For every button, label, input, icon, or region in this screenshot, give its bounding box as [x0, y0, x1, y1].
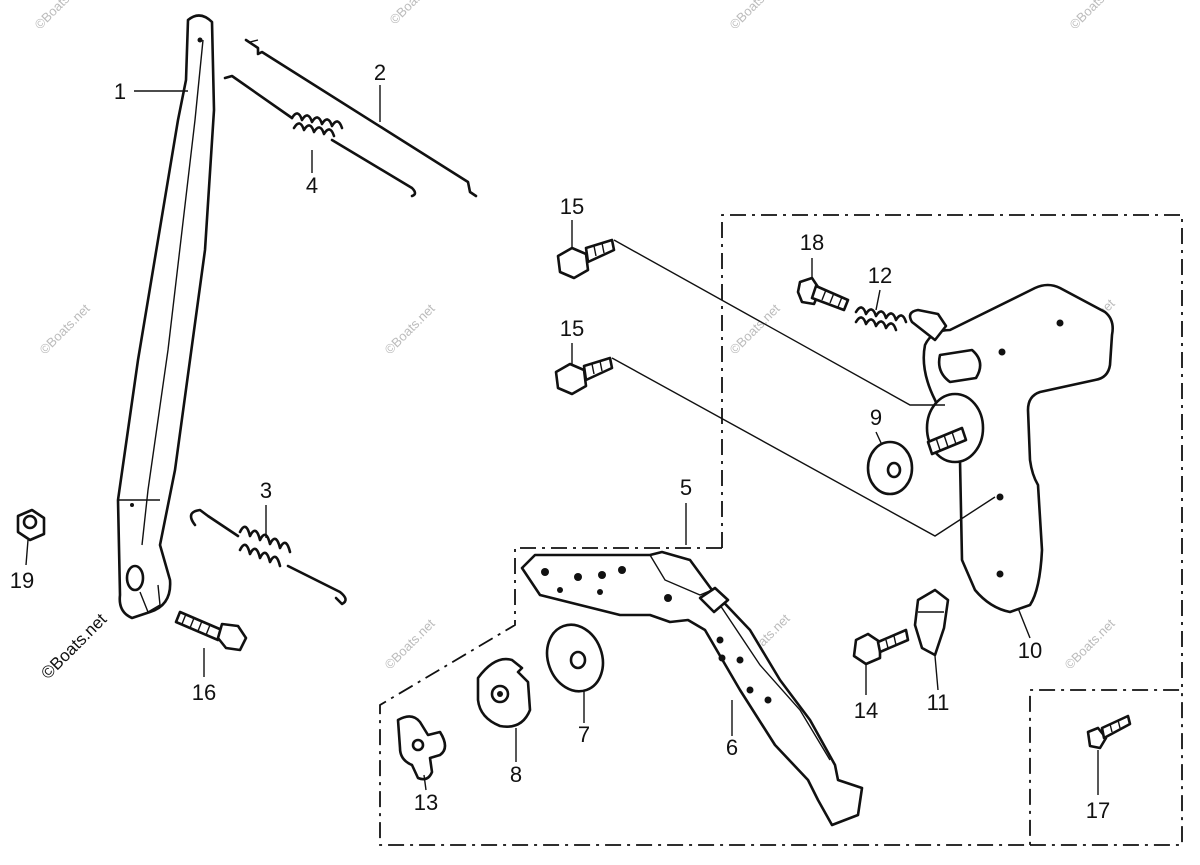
part-4-spring-assembly: [223, 74, 417, 198]
part-17-screw: [1086, 714, 1132, 750]
callout-16: 16: [192, 680, 216, 705]
part-1-lever-arm: [116, 14, 216, 620]
watermark-text: ©Boats.net: [37, 301, 93, 357]
leader-lines: [25, 85, 1099, 795]
part-16-bolt: [174, 610, 248, 652]
part-11-clip: [913, 588, 950, 657]
watermark-text: ©Boats.net: [382, 301, 438, 357]
callout-17: 17: [1086, 798, 1110, 823]
part-12-spring: [854, 306, 908, 332]
watermark-text: ©Boats.net: [1062, 616, 1118, 672]
callout-18: 18: [800, 230, 824, 255]
part-9-washer: [866, 440, 914, 496]
part-19-nut: [16, 508, 46, 542]
part-15-bolt-upper: [556, 238, 616, 280]
callout-6: 6: [726, 735, 738, 760]
part-2-control-rod: [244, 38, 478, 198]
watermark-main: ©Boats.net: [37, 610, 110, 683]
callout-14: 14: [854, 698, 878, 723]
part-15-bolt-lower: [554, 356, 614, 396]
callout-11: 11: [927, 690, 950, 715]
callout-3: 3: [260, 478, 272, 503]
part-18-bolt: [796, 276, 850, 312]
callout-4: 4: [306, 173, 318, 198]
part-14-bolt: [852, 628, 910, 666]
callout-15-lower: 15: [560, 316, 584, 341]
callout-13: 13: [414, 790, 438, 815]
callout-10: 10: [1018, 638, 1042, 663]
callout-8: 8: [510, 762, 522, 787]
part-6-lever-plate: [520, 550, 864, 827]
watermark-text: ©Boats.net: [382, 616, 438, 672]
callout-2: 2: [374, 60, 386, 85]
callout-15-upper: 15: [560, 194, 584, 219]
callout-9: 9: [870, 405, 882, 430]
watermark-text: ©Boats.net: [1067, 0, 1123, 32]
part-10-bracket-plate: [908, 283, 1114, 614]
assembly-outline: [379, 214, 1183, 846]
part-3-tension-spring: [189, 508, 347, 606]
watermark-text: ©Boats.net: [32, 0, 88, 32]
watermark-text: ©Boats.net: [387, 0, 443, 27]
callout-7: 7: [578, 722, 590, 747]
watermark-text: ©Boats.net: [727, 0, 783, 32]
part-8-cam-plate: [476, 657, 532, 728]
callout-5: 5: [680, 475, 692, 500]
callout-1: 1: [114, 79, 126, 104]
part-7-washer: [545, 623, 605, 693]
callout-labels: 1 2 3 4 5 6 7 8 9 10 11 12 13 14 15 15 1…: [10, 60, 1110, 823]
callout-12: 12: [868, 263, 892, 288]
callout-19: 19: [10, 568, 34, 593]
part-13-wing-nut: [396, 715, 447, 781]
